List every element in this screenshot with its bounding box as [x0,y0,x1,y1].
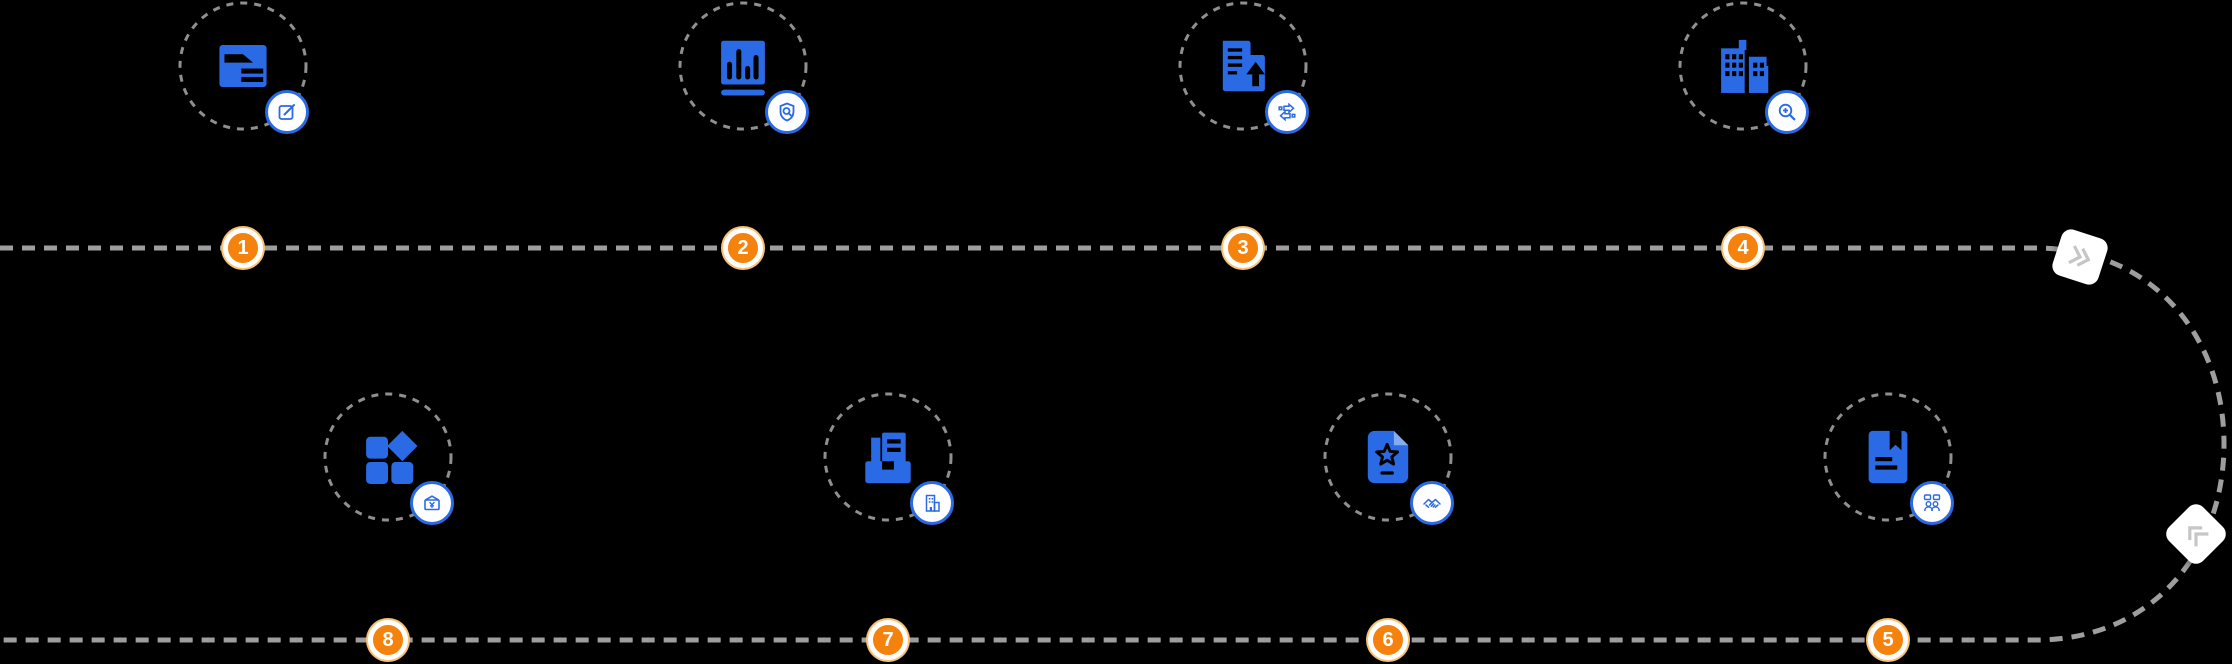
enterprise-buildings-icon [1711,34,1775,98]
step-2-number-badge: 2 [723,228,763,268]
shield-search-icon [765,90,809,134]
money-voucher-icon [410,481,454,525]
double-chevron-icon [2049,226,2111,288]
step-8-node [318,387,458,527]
step-6-number-badge: 6 [1368,620,1408,660]
step-number: 2 [737,236,749,259]
step-7-node [818,387,958,527]
double-chevron-icon [2162,500,2230,568]
step-4-number-badge: 4 [1723,228,1763,268]
dashed-circle [1823,392,1953,522]
dashed-circle [678,1,808,131]
bar-chart-report-icon [711,34,775,98]
step-1-node [173,0,313,136]
step-number: 1 [237,236,249,259]
dashed-circle [823,392,953,522]
document-upload-icon [1211,34,1275,98]
step-3-node [1173,0,1313,136]
step-8-number-badge: 8 [368,620,408,660]
edit-icon [265,90,309,134]
step-5-number-badge: 5 [1868,620,1908,660]
handshake-icon [1410,481,1454,525]
notebook-bookmark-icon [1856,425,1920,489]
dashed-circle [178,1,308,131]
step-number: 7 [882,628,894,651]
exchange-arrows-icon [1265,90,1309,134]
step-number: 4 [1737,236,1749,259]
project-folder-icon [211,34,275,98]
dashed-circle [1678,1,1808,131]
dashed-circle [1323,392,1453,522]
archive-documents-icon [856,425,920,489]
step-number: 8 [382,628,394,651]
zoom-in-icon [1765,90,1809,134]
step-number: 5 [1882,628,1894,651]
dashed-circle [1178,1,1308,131]
step-3-number-badge: 3 [1223,228,1263,268]
step-5-node [1818,387,1958,527]
dashed-circle [323,392,453,522]
step-6-node [1318,387,1458,527]
step-2-node [673,0,813,136]
step-7-number-badge: 7 [868,620,908,660]
building-icon [910,481,954,525]
certificate-star-icon [1356,425,1420,489]
people-discussion-icon [1910,481,1954,525]
step-number: 6 [1382,628,1394,651]
step-number: 3 [1237,236,1249,259]
step-4-node [1673,0,1813,136]
modules-grid-icon [356,425,420,489]
step-1-number-badge: 1 [223,228,263,268]
